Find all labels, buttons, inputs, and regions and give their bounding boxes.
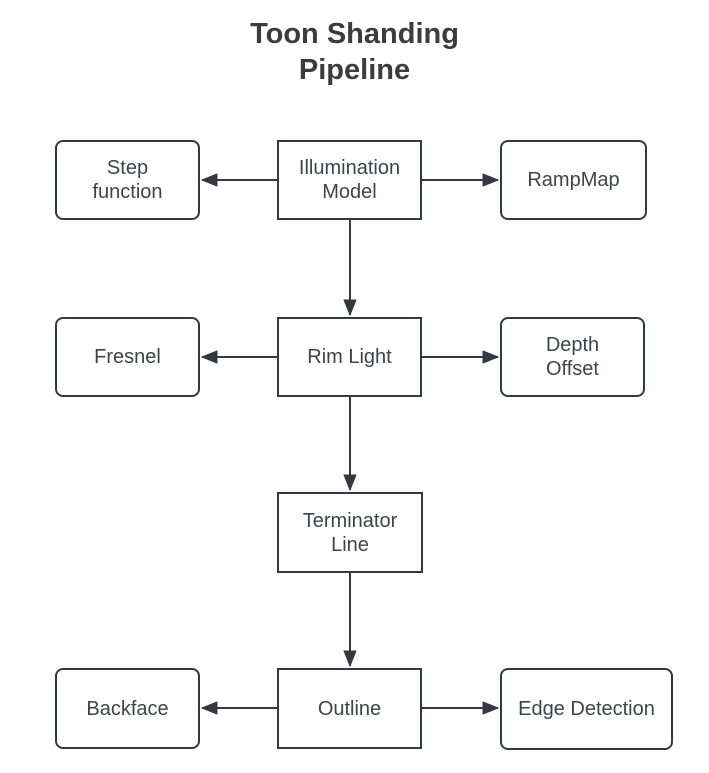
node-terminator-line: Terminator Line [277, 492, 423, 573]
node-terminator-line-label: Terminator Line [302, 509, 398, 556]
node-fresnel: Fresnel [55, 317, 200, 397]
node-depth-offset: Depth Offset [500, 317, 645, 397]
diagram-title: Toon Shanding Pipeline [0, 16, 709, 88]
node-backface: Backface [55, 668, 200, 749]
node-step-function-label: Step function [92, 157, 163, 203]
node-outline: Outline [277, 668, 422, 749]
node-edge-detection-label: Edge Detection [518, 698, 655, 720]
node-step-function: Step function [55, 140, 200, 220]
node-edge-detection: Edge Detection [500, 668, 673, 750]
node-rampmap: RampMap [500, 140, 647, 220]
node-depth-offset-label: Depth Offset [545, 334, 600, 380]
node-rim-light: Rim Light [277, 317, 422, 397]
diagram-title-line1: Toon Shanding [250, 18, 459, 50]
node-rim-light-label: Rim Light [307, 346, 392, 368]
node-fresnel-label: Fresnel [94, 346, 161, 368]
node-outline-label: Outline [317, 697, 382, 720]
node-backface-label: Backface [86, 697, 169, 720]
node-illumination-model-label: Illumination Model [298, 157, 401, 203]
node-rampmap-label: RampMap [527, 169, 620, 191]
diagram-title-line2: Pipeline [298, 54, 411, 86]
node-illumination-model: Illumination Model [277, 140, 422, 220]
